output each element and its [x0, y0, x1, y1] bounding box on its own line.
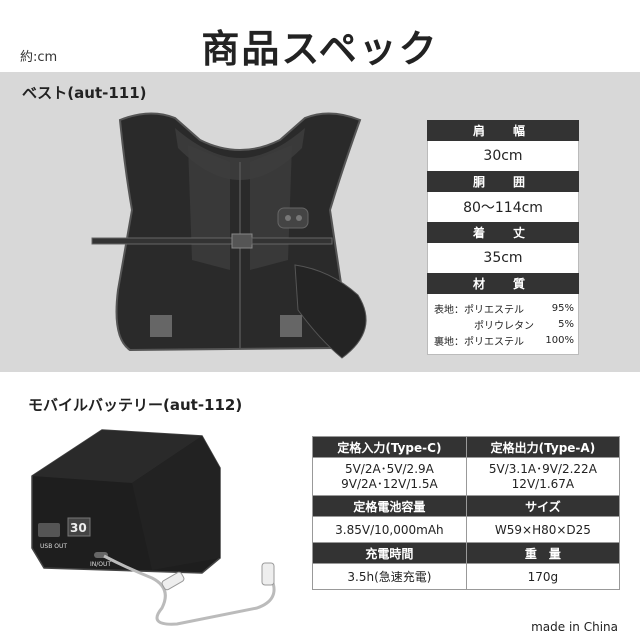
- vest-illustration: [91, 112, 367, 359]
- unit-note: 約:cm: [20, 50, 58, 65]
- shoulder-width-value: 30cm: [427, 141, 579, 171]
- waist-value: 80〜114cm: [427, 192, 579, 222]
- material-percent: 5%: [558, 318, 574, 330]
- weight-heading: 重 量: [465, 542, 621, 564]
- output-value: 5V/3.1A･9V/2.22A 12V/1.67A: [465, 457, 621, 496]
- material-label: 裏地：ポリエステル: [434, 336, 524, 348]
- usb-out-label: USB OUT: [40, 543, 67, 550]
- battery-illustration: [31, 429, 276, 626]
- material-percent: 95%: [551, 302, 574, 314]
- vest-spec-table: 肩 幅 30cm 胴 囲 80〜114cm 着 丈 35cm 材 質 表地：ポリ…: [427, 120, 579, 355]
- output-value-line2: 12V/1.67A: [511, 476, 575, 491]
- input-value-line1: 5V/2A･5V/2.9A: [344, 461, 434, 476]
- weight-value: 170g: [465, 563, 621, 590]
- battery-spec-table: 定格入力(Type-C) 定格出力(Type-A) 5V/2A･5V/2.9A …: [312, 436, 621, 590]
- battery-image: USB OUT 30 IN/OUT: [31, 429, 276, 626]
- charge-time-heading: 充電時間: [312, 542, 467, 564]
- input-value-line2: 9V/2A･12V/1.5A: [341, 476, 438, 491]
- waist-heading: 胴 囲: [427, 171, 579, 192]
- output-value-line1: 5V/3.1A･9V/2.22A: [488, 461, 597, 476]
- battery-display-readout: 30: [70, 521, 87, 535]
- vest-section-label: ベスト(aut-111): [22, 84, 147, 102]
- input-heading: 定格入力(Type-C): [312, 436, 467, 458]
- vest-image: [91, 112, 367, 359]
- output-heading: 定格出力(Type-A): [465, 436, 621, 458]
- material-percent: 100%: [545, 334, 574, 346]
- length-value: 35cm: [427, 243, 579, 273]
- material-row: 表地：ポリエステル 95%: [434, 300, 574, 316]
- in-out-label: IN/OUT: [90, 561, 111, 568]
- material-row: 裏地：ポリエステル 100%: [434, 332, 574, 348]
- capacity-value: 3.85V/10,000mAh: [312, 516, 467, 543]
- material-label: 表地：ポリエステル: [434, 304, 524, 316]
- material-row: ポリウレタン 5%: [434, 316, 574, 332]
- capacity-heading: 定格電池容量: [312, 495, 467, 517]
- input-value: 5V/2A･5V/2.9A 9V/2A･12V/1.5A: [312, 457, 467, 496]
- battery-section-label: モバイルバッテリー(aut-112): [28, 396, 243, 414]
- material-heading: 材 質: [427, 273, 579, 294]
- charge-time-value: 3.5h(急速充電): [312, 563, 467, 590]
- size-heading: サイズ: [465, 495, 621, 517]
- origin-note: made in China: [531, 620, 618, 634]
- length-heading: 着 丈: [427, 222, 579, 243]
- material-list: 表地：ポリエステル 95% ポリウレタン 5% 裏地：ポリエステル 100%: [427, 294, 579, 355]
- material-label: ポリウレタン: [474, 320, 534, 332]
- shoulder-width-heading: 肩 幅: [427, 120, 579, 141]
- page-title: 商品スペック: [201, 27, 439, 71]
- size-value: W59×H80×D25: [465, 516, 621, 543]
